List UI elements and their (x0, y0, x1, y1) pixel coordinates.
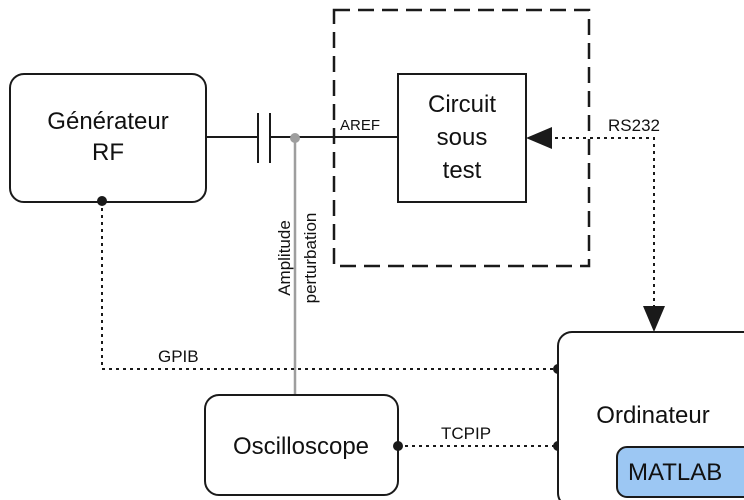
dut-box: Circuit sous test (397, 73, 527, 203)
aref-label: AREF (340, 117, 380, 134)
rs232-arrow-to-dut (526, 127, 552, 149)
matlab-label: MATLAB (628, 459, 722, 486)
oscilloscope-label: Oscilloscope (233, 433, 369, 460)
rf-generator-label-line2: RF (92, 139, 124, 166)
amplitude-label: Amplitude perturbation (275, 213, 320, 304)
amplitude-label-line1: Amplitude (275, 220, 294, 296)
amplitude-label-line2: perturbation (301, 213, 320, 304)
gpib-port-generator (97, 196, 107, 206)
matlab-badge: MATLAB (616, 446, 744, 498)
dut-label-line2: sous (437, 124, 488, 151)
rs232-label: RS232 (608, 116, 660, 135)
probe-junction-dot (290, 133, 300, 143)
oscilloscope-box: Oscilloscope (204, 394, 399, 496)
rs232-arrow-to-computer (643, 306, 665, 332)
rf-generator-label-line1: Générateur (47, 108, 168, 135)
rf-generator-box: Générateur RF (9, 73, 207, 203)
gpib-label: GPIB (158, 347, 199, 366)
tcpip-label: TCPIP (441, 424, 491, 443)
dut-label-line3: test (443, 157, 482, 184)
rs232-link (526, 127, 665, 332)
computer-label: Ordinateur (596, 402, 709, 429)
dut-label-line1: Circuit (428, 91, 496, 118)
tcpip-port-oscilloscope (393, 441, 403, 451)
